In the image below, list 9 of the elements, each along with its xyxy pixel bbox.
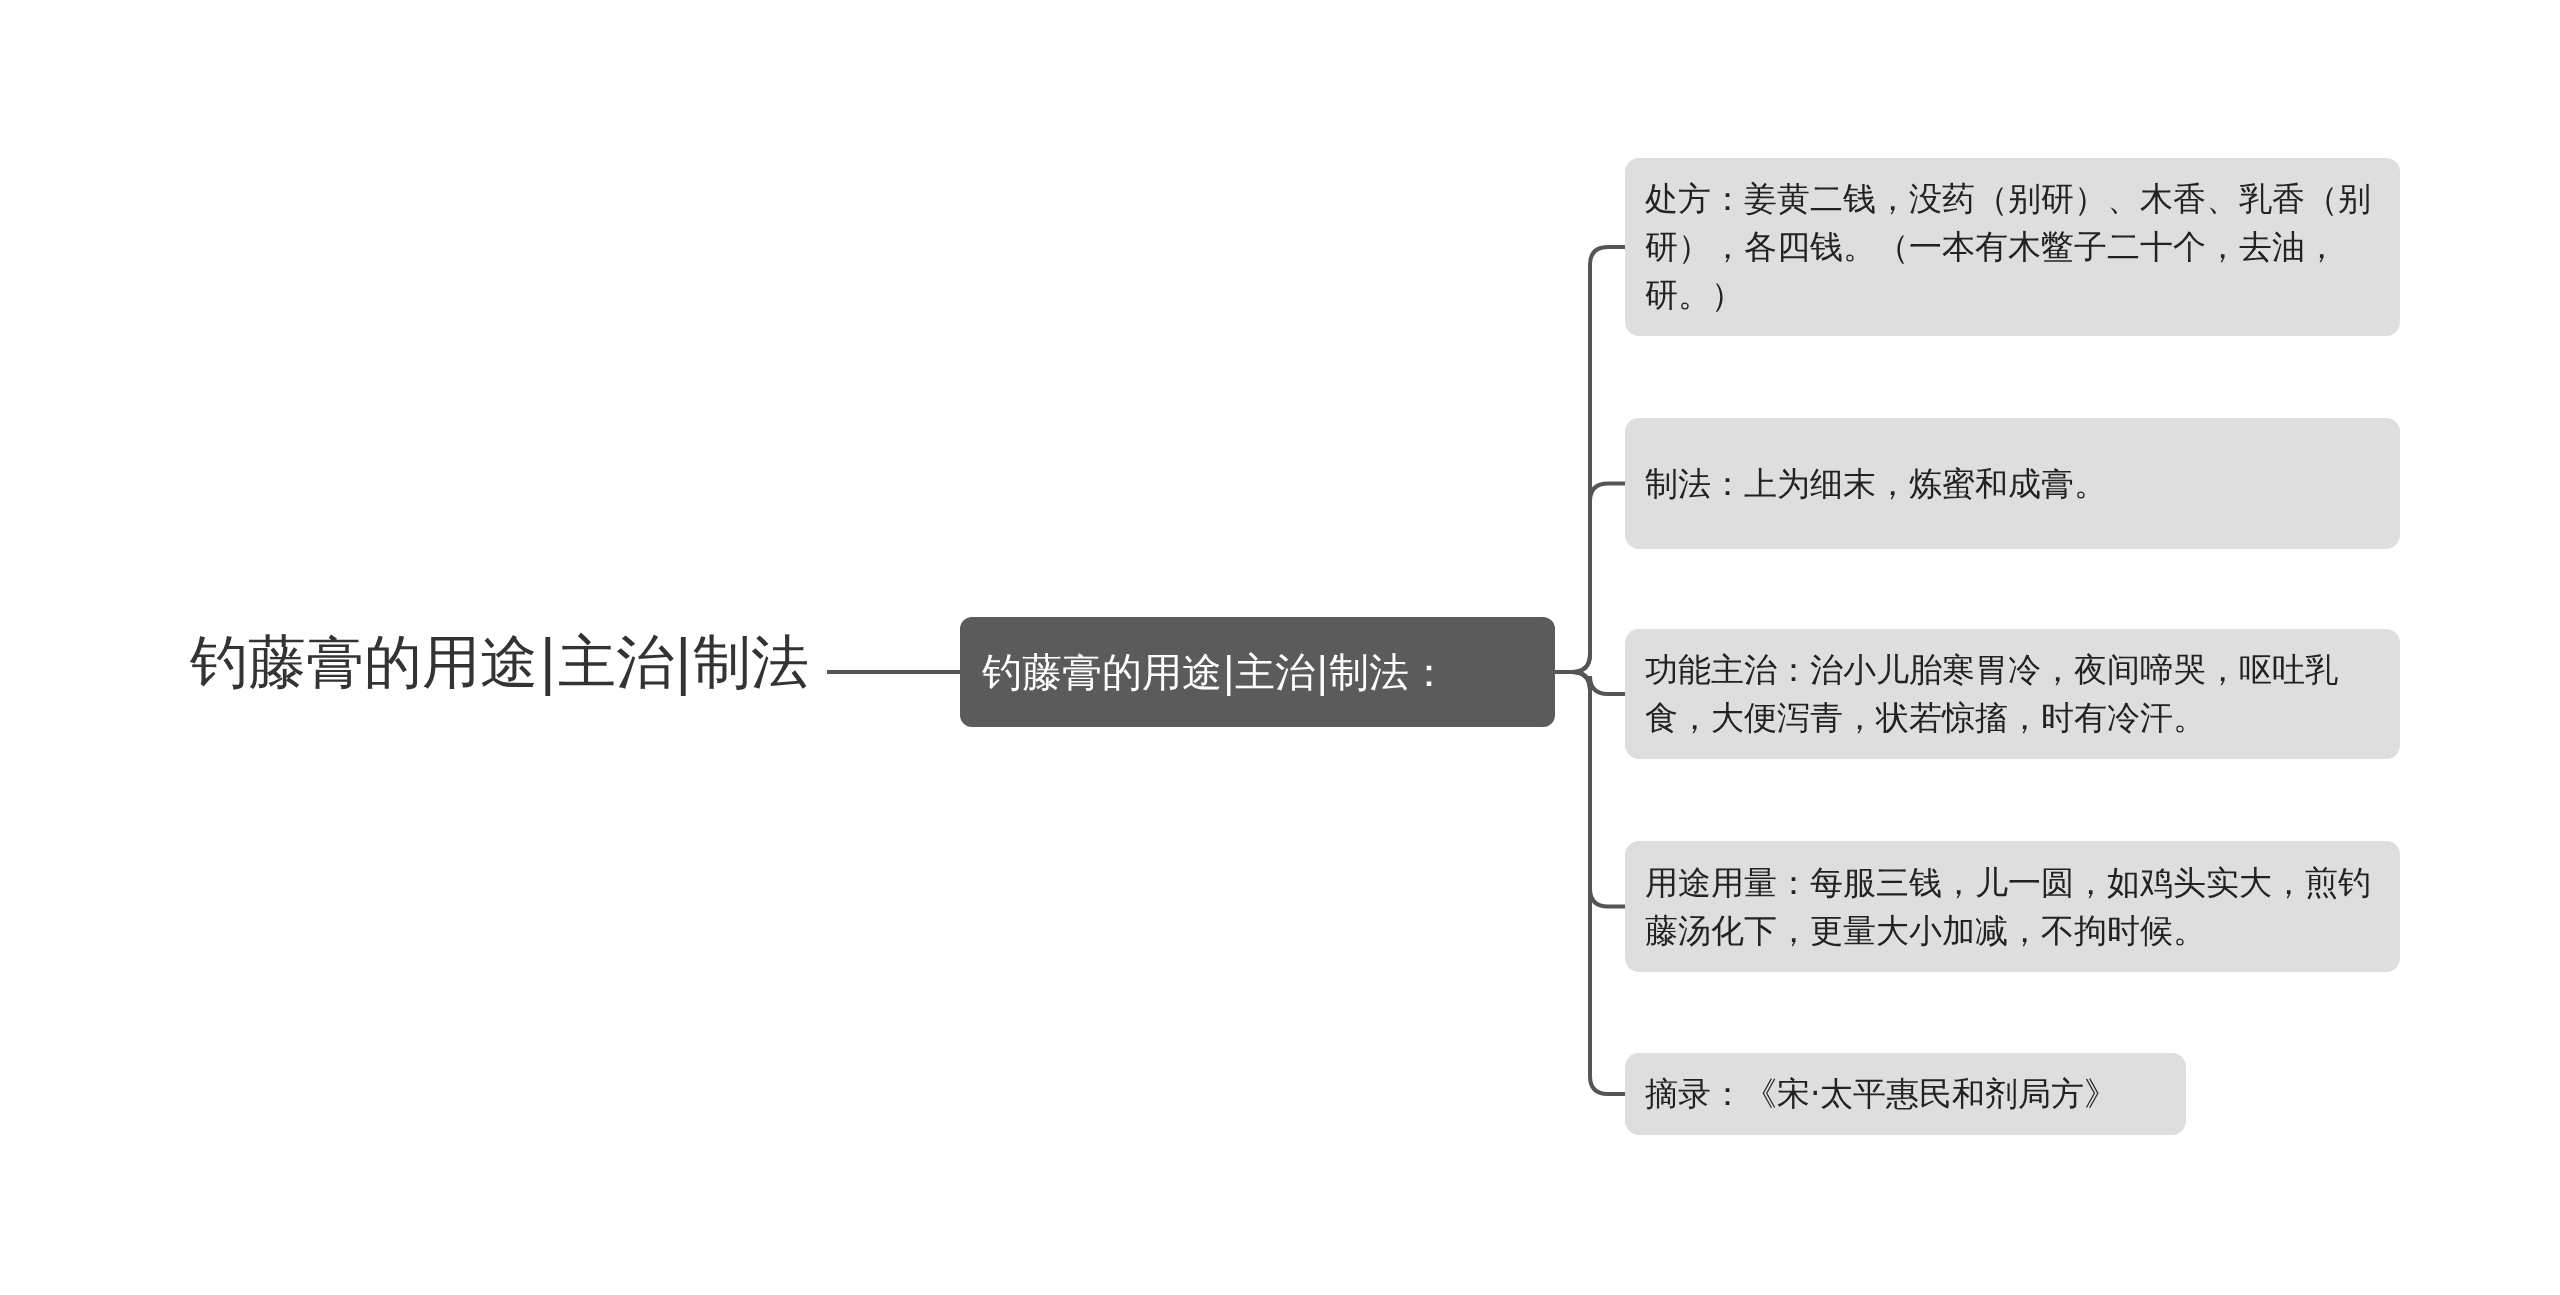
subtopic-box: 用途用量：每服三钱，儿一圆，如鸡头实大，煎钓藤汤化下，更量大小加减，不拘时候。: [1625, 841, 2400, 972]
connector-line: [1555, 670, 1625, 1096]
topic-box: 钓藤膏的用途|主治|制法：: [960, 617, 1555, 727]
root-topic: 钓藤膏的用途|主治|制法: [190, 628, 810, 716]
subtopic-box: 处方：姜黄二钱，没药（别研）、木香、乳香（别研），各四钱。（一本有木鳖子二十个，去油，研。）: [1625, 158, 2400, 336]
subtopic-box: 摘录：《宋·太平惠民和剂局方》: [1625, 1053, 2186, 1135]
subtopic-box: 制法：上为细末，炼蜜和成膏。: [1625, 418, 2400, 549]
subtopic-box: 功能主治：治小儿胎寒胃冷，夜间啼哭，呕吐乳食，大便泻青，状若惊搐，时有冷汗。: [1625, 629, 2400, 759]
connector-line: [827, 670, 960, 674]
